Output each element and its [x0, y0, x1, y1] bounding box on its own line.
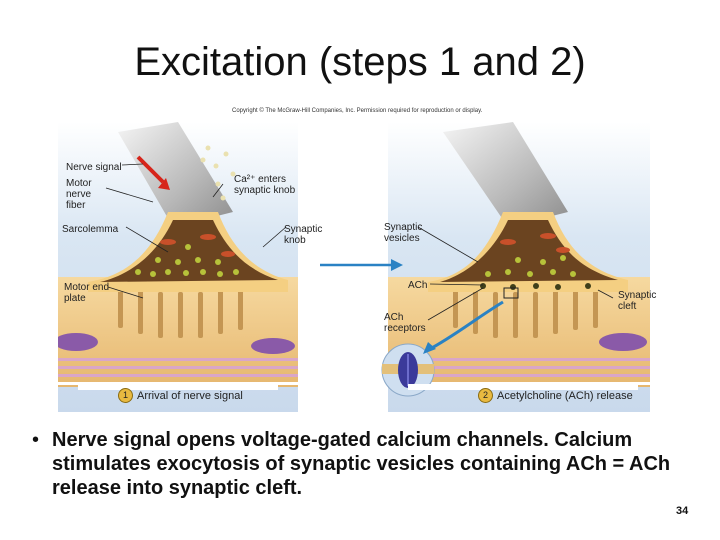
synaptic-knob	[100, 220, 278, 282]
step-badge-1: 1	[118, 388, 133, 403]
label-ach-receptors: ACh receptors	[384, 312, 426, 334]
copyright-notice: Copyright © The McGraw-Hill Companies, I…	[232, 108, 483, 114]
synaptic-vesicles	[485, 255, 576, 277]
nerve-signal-arrow	[136, 155, 165, 184]
leader-lines	[105, 163, 614, 321]
myofibril-stripes	[388, 358, 650, 385]
synaptic-knob	[440, 220, 618, 282]
inset-pointer-head	[423, 342, 436, 354]
junctional-folds	[118, 284, 243, 338]
muscle-nucleus	[599, 333, 647, 351]
mitochondria	[160, 234, 235, 257]
label-motor-nerve-fiber: Motor nerve fiber	[66, 178, 92, 211]
bullet-dot: •	[32, 429, 40, 451]
muscle-nucleus	[251, 338, 295, 354]
slide-title: Excitation (steps 1 and 2)	[134, 40, 586, 84]
junctional-folds	[453, 284, 598, 338]
label-nerve-signal: Nerve signal	[66, 162, 122, 173]
calcium-ions	[200, 145, 236, 201]
label-synaptic-vesicles: Synaptic vesicles	[384, 222, 423, 244]
motor-nerve-fiber	[118, 122, 233, 227]
page-number: 34	[676, 505, 689, 517]
step-badge-2: 2	[478, 388, 493, 403]
synapse-diagram	[58, 122, 650, 412]
bullet-text: Nerve signal opens voltage-gated calcium…	[52, 429, 671, 499]
muscle-nucleus	[58, 333, 98, 351]
nerve-signal-arrowhead	[158, 178, 170, 190]
label-synaptic-cleft: Synaptic cleft	[618, 290, 657, 312]
inset-source-box	[503, 287, 519, 299]
label-sarcolemma: Sarcolemma	[62, 224, 119, 235]
caption-step-2: Acetylcholine (ACh) release	[497, 390, 633, 402]
caption-step-1: Arrival of nerve signal	[137, 390, 243, 402]
step-arrowhead	[391, 259, 403, 271]
myofibril-stripes	[58, 358, 298, 385]
right-panel	[381, 122, 650, 412]
label-motor-end-plate: Motor end plate	[64, 282, 110, 304]
inset-pointer	[427, 300, 504, 352]
label-ca-enters: Ca²⁺ enters synaptic knob	[234, 174, 296, 196]
label-ach: ACh	[408, 280, 428, 291]
mitochondria	[500, 233, 570, 253]
motor-nerve-fiber	[443, 122, 568, 227]
left-panel	[58, 122, 298, 412]
ach-molecules	[480, 283, 591, 290]
label-synaptic-knob: Synaptic knob	[284, 224, 323, 246]
synaptic-vesicles	[135, 244, 239, 277]
